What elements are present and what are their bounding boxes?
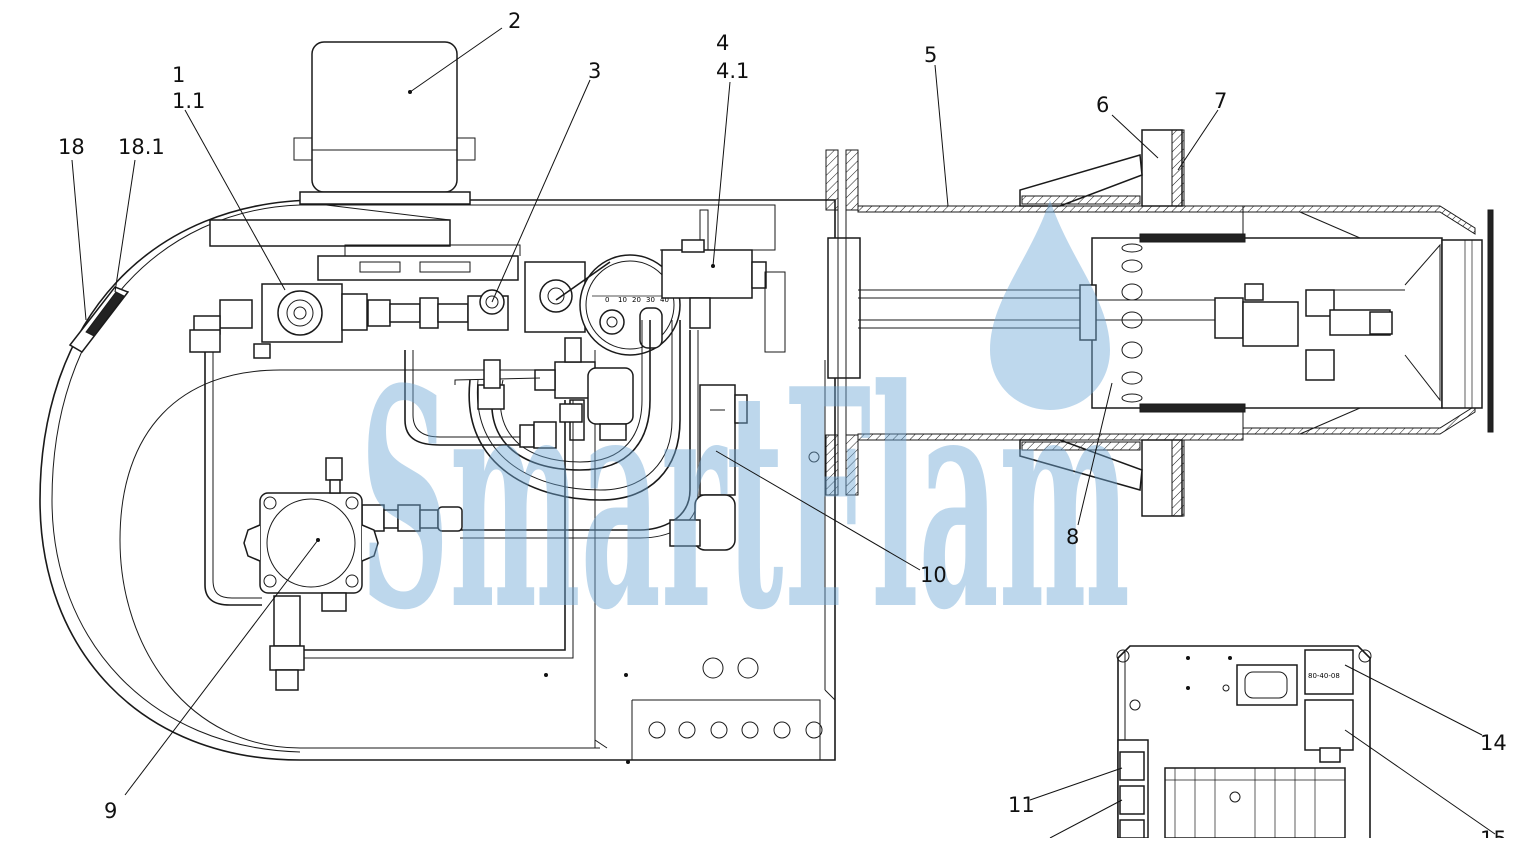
ignition-transformer [669, 384, 748, 551]
sliding-flange [1019, 129, 1185, 517]
gauge-tick-30: 30 [646, 296, 655, 304]
callout-6: 6 [1096, 93, 1109, 117]
flame-drop-icon [990, 200, 1110, 410]
callout-9: 9 [104, 799, 117, 823]
gauge-tick-40: 40 [660, 296, 669, 304]
fuel-valve-block [189, 283, 509, 359]
callout-1-1: 1.1 [172, 89, 205, 113]
callout-2: 2 [508, 9, 521, 33]
watermark-text: SmartFlam [360, 323, 1130, 676]
callout-18: 18 [58, 135, 85, 159]
inspection-window [68, 286, 130, 353]
diffuser-disc [1441, 239, 1483, 409]
combustion-head [858, 233, 1483, 413]
leader-lines [71, 27, 1496, 839]
relay-marking: 80-40-08 [1308, 672, 1340, 680]
callout-18-1: 18.1 [118, 135, 165, 159]
watermark: SmartFlam [360, 200, 1130, 676]
control-panel: 80-40-08 [1116, 645, 1372, 839]
callout-7: 7 [1214, 89, 1227, 113]
gauge-tick-20: 20 [632, 296, 641, 304]
pressure-gauge: 0 10 20 30 40 [524, 254, 681, 356]
callout-10: 10 [920, 563, 947, 587]
callout-1: 1 [172, 63, 185, 87]
housing-holes-row [544, 451, 823, 764]
callout-8: 8 [1066, 525, 1079, 549]
callout-14: 14 [1480, 731, 1507, 755]
air-pressure-switch [661, 239, 786, 353]
callout-11: 11 [1008, 793, 1035, 817]
callout-4: 4 [716, 31, 729, 55]
callout-3: 3 [588, 59, 601, 83]
damper-mechanism [317, 244, 521, 281]
callout-5: 5 [924, 43, 937, 67]
burner-housing [39, 199, 836, 764]
callout-labels: 2 1 1.1 3 4 4.1 5 6 7 8 9 10 11 14 15 18… [58, 9, 1507, 842]
callout-15: 15 [1480, 827, 1507, 838]
gauge-tick-10: 10 [618, 296, 627, 304]
callout-4-1: 4.1 [716, 59, 749, 83]
motor [293, 41, 476, 221]
gauge-tick-0: 0 [605, 296, 609, 304]
fuel-pump [243, 457, 379, 691]
mounting-flange [825, 149, 861, 496]
